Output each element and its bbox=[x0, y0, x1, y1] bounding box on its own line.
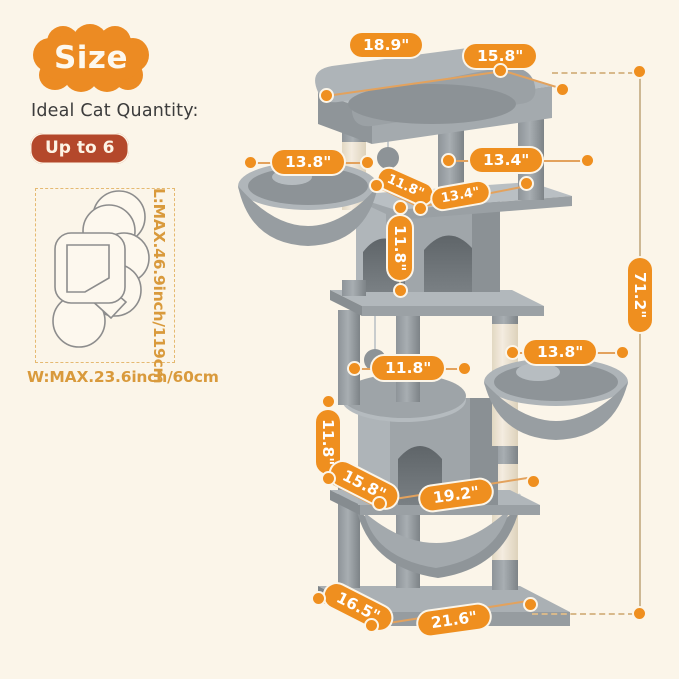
leader-line-bottom bbox=[532, 613, 634, 615]
post bbox=[338, 310, 360, 405]
dim-upper-basket: 13.8" bbox=[272, 150, 345, 174]
footprint-width-label: W:MAX.23.6inch/60cm bbox=[27, 368, 219, 386]
toy-ball bbox=[377, 147, 399, 169]
dim-line bbox=[639, 72, 641, 614]
dim-endpoint bbox=[617, 347, 628, 358]
dim-endpoint bbox=[507, 347, 518, 358]
cat-footprint-box bbox=[35, 188, 175, 363]
size-header-cloud: Size bbox=[33, 24, 149, 92]
dim-endpoint bbox=[634, 608, 645, 619]
lower-basket bbox=[484, 358, 628, 440]
dim-upper-platform-depth: 13.4" bbox=[470, 148, 543, 172]
dim-endpoint bbox=[371, 180, 382, 191]
dim-endpoint bbox=[374, 498, 385, 509]
dim-mid-perch: 11.8" bbox=[372, 356, 445, 380]
dim-endpoint bbox=[521, 178, 532, 189]
quantity-badge: Up to 6 bbox=[30, 133, 130, 164]
upper-basket bbox=[238, 162, 378, 246]
dim-endpoint bbox=[245, 157, 256, 168]
dim-endpoint bbox=[528, 476, 539, 487]
dim-endpoint bbox=[459, 363, 470, 374]
dim-endpoint bbox=[323, 473, 334, 484]
dim-endpoint bbox=[495, 65, 506, 76]
dim-lower-condo-height: 11.8" bbox=[316, 410, 340, 475]
dim-endpoint bbox=[313, 593, 324, 604]
leader-line-top bbox=[552, 72, 634, 74]
dim-endpoint bbox=[323, 396, 334, 407]
dim-endpoint bbox=[366, 620, 377, 631]
dim-endpoint bbox=[349, 363, 360, 374]
dim-condo-height: 11.8" bbox=[388, 216, 412, 281]
ideal-cat-quantity-label: Ideal Cat Quantity: bbox=[31, 101, 199, 121]
dim-endpoint bbox=[634, 66, 645, 77]
dim-endpoint bbox=[557, 84, 568, 95]
dim-endpoint bbox=[321, 90, 332, 101]
dim-endpoint bbox=[582, 155, 593, 166]
bed-interior bbox=[348, 84, 516, 124]
condo-opening-right bbox=[424, 235, 472, 292]
dim-lower-basket: 13.8" bbox=[524, 340, 597, 364]
dim-endpoint bbox=[525, 599, 536, 610]
dim-total-height: 71.2" bbox=[628, 258, 652, 333]
dim-endpoint bbox=[395, 202, 406, 213]
middle-shelf bbox=[330, 290, 544, 316]
dim-top-perch-width: 18.9" bbox=[350, 33, 423, 57]
dim-endpoint bbox=[362, 157, 373, 168]
dim-top-perch-depth: 15.8" bbox=[464, 44, 537, 68]
cat-silhouette-diagram bbox=[52, 190, 150, 348]
dim-endpoint bbox=[415, 203, 426, 214]
size-header-label: Size bbox=[53, 40, 129, 76]
dim-endpoint bbox=[443, 155, 454, 166]
dim-endpoint bbox=[395, 285, 406, 296]
